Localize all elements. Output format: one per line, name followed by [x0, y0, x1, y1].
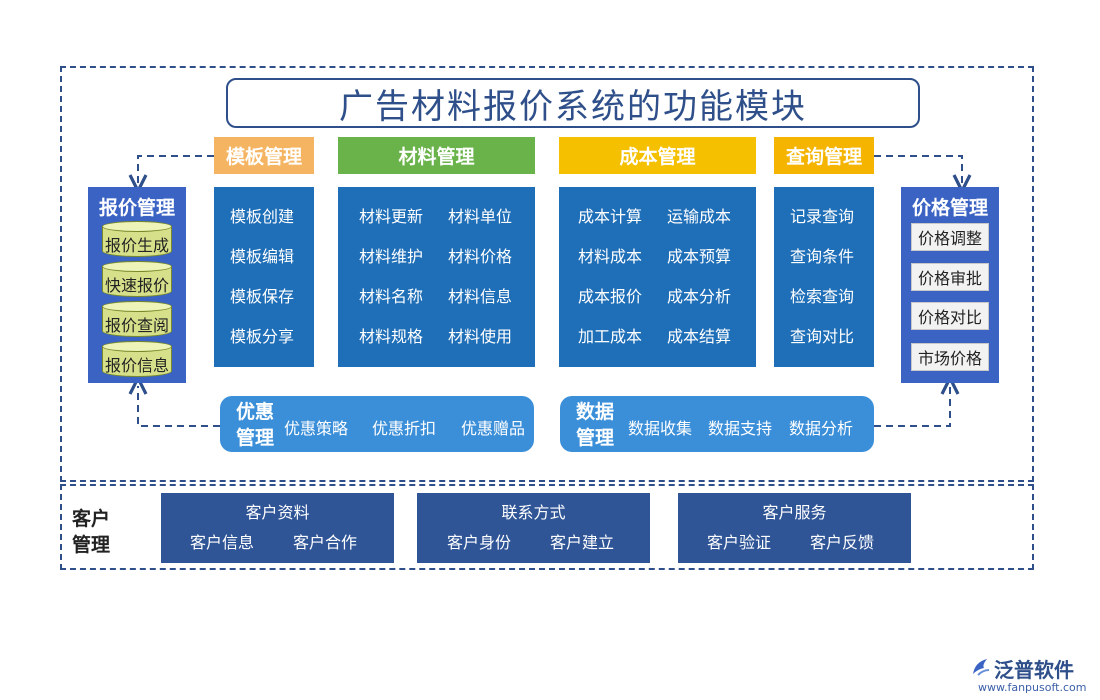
cylinder-top — [102, 341, 172, 352]
data-panel: 数据 管理 数据收集 数据支持 数据分析 — [560, 396, 874, 452]
main-frame — [60, 66, 1034, 482]
cost-item: 成本报价 — [578, 287, 643, 306]
query-item: 记录查询 — [790, 207, 855, 226]
query-item: 查询条件 — [790, 247, 855, 266]
quote-item: 报价查阅 — [102, 301, 172, 337]
customer-group: 客户服务 客户验证 客户反馈 — [678, 493, 911, 563]
arrow-data-to-price — [874, 386, 950, 427]
quote-item: 报价信息 — [102, 341, 172, 377]
customer-group: 联系方式 客户身份 客户建立 — [417, 493, 650, 563]
material-item: 材料规格 — [359, 327, 424, 346]
brand-name: 泛普软件 — [994, 658, 1074, 682]
discount-item: 优惠折扣 — [372, 419, 437, 438]
discount-item: 优惠策略 — [284, 419, 349, 438]
cost-header: 成本管理 — [559, 137, 756, 174]
material-header: 材料管理 — [338, 137, 535, 174]
cylinder-top — [102, 261, 172, 272]
query-column: 记录查询 查询条件 检索查询 查询对比 — [774, 187, 874, 367]
customer-frame — [60, 484, 1034, 570]
template-item: 模板创建 — [230, 207, 295, 226]
cost-item: 成本计算 — [578, 207, 643, 226]
discount-item: 优惠赠品 — [461, 419, 526, 438]
quote-item: 快速报价 — [102, 261, 172, 297]
price-item: 价格审批 — [911, 263, 989, 291]
arrow-discount-to-quote — [138, 386, 220, 427]
query-item: 查询对比 — [790, 327, 855, 346]
template-header: 模板管理 — [214, 137, 314, 174]
material-item: 材料维护 — [359, 247, 424, 266]
brand-mark-icon — [973, 659, 990, 676]
cylinder-top — [102, 301, 172, 312]
quote-item-label: 报价查阅 — [104, 316, 169, 335]
cost-item: 运输成本 — [667, 207, 732, 226]
template-column: 模板创建 模板编辑 模板保存 模板分享 — [214, 187, 314, 367]
customer-group-title: 客户服务 — [762, 503, 827, 522]
price-panel: 价格管理 价格调整 价格审批 价格对比 市场价格 — [901, 187, 999, 383]
cost-item: 成本结算 — [667, 327, 732, 346]
cost-item: 成本预算 — [667, 247, 732, 266]
customer-item: 客户建立 — [550, 533, 615, 552]
diagram-title: 广告材料报价系统的功能模块 — [226, 78, 920, 128]
price-item: 价格对比 — [911, 302, 989, 330]
data-item: 数据支持 — [708, 419, 773, 438]
customer-group-title: 客户资料 — [245, 503, 310, 522]
data-item: 数据分析 — [789, 419, 854, 438]
customer-item: 客户身份 — [447, 533, 512, 552]
quote-item-label: 报价信息 — [104, 356, 169, 375]
cylinder-top — [102, 221, 172, 232]
material-item: 材料名称 — [359, 287, 424, 306]
customer-item: 客户信息 — [190, 533, 255, 552]
cylinder-body — [102, 266, 172, 297]
price-item: 市场价格 — [911, 343, 989, 371]
arrow-template-to-quote — [138, 155, 214, 183]
quote-item-label: 报价生成 — [104, 236, 169, 255]
customer-item: 客户合作 — [293, 533, 358, 552]
price-title: 价格管理 — [911, 197, 988, 219]
price-item: 价格调整 — [911, 223, 989, 251]
customer-group-title: 联系方式 — [501, 503, 566, 522]
material-item: 材料使用 — [448, 327, 513, 346]
cost-column: 成本计算 运输成本 材料成本 成本预算 成本报价 成本分析 加工成本 成本结算 — [559, 187, 756, 367]
discount-title-line2: 管理 — [236, 427, 275, 449]
data-title-line2: 管理 — [576, 427, 615, 449]
customer-group: 客户资料 客户信息 客户合作 — [161, 493, 394, 563]
material-item: 材料信息 — [448, 287, 513, 306]
query-header: 查询管理 — [774, 137, 874, 174]
template-item: 模板分享 — [230, 327, 295, 346]
arrow-query-to-price — [874, 155, 962, 183]
template-item: 模板保存 — [230, 287, 295, 306]
quote-item-label: 快速报价 — [104, 276, 169, 295]
customer-title-line2: 管理 — [72, 534, 111, 556]
discount-panel: 优惠 管理 优惠策略 优惠折扣 优惠赠品 — [220, 396, 534, 452]
customer-item: 客户反馈 — [810, 533, 875, 552]
data-title-line1: 数据 — [576, 401, 615, 423]
brand-url: www.fanpusoft.com — [978, 681, 1087, 694]
query-item: 检索查询 — [790, 287, 855, 306]
material-item: 材料更新 — [359, 207, 424, 226]
cost-item: 成本分析 — [667, 287, 732, 306]
quote-panel: 报价管理 报价生成 快速报价 报价查阅 报价信息 — [88, 187, 186, 383]
customer-item: 客户验证 — [707, 533, 772, 552]
quote-item: 报价生成 — [102, 221, 172, 257]
brand-logo: 泛普软件 www.fanpusoft.com — [970, 654, 1098, 698]
cost-item: 材料成本 — [578, 247, 643, 266]
customer-title-line1: 客户 — [72, 508, 111, 530]
material-column: 材料更新 材料单位 材料维护 材料价格 材料名称 材料信息 材料规格 材料使用 — [338, 187, 535, 367]
template-item: 模板编辑 — [230, 247, 295, 266]
material-item: 材料价格 — [448, 247, 513, 266]
material-item: 材料单位 — [448, 207, 513, 226]
cost-item: 加工成本 — [578, 327, 643, 346]
discount-title-line1: 优惠 — [236, 401, 275, 423]
data-item: 数据收集 — [628, 419, 693, 438]
quote-title: 报价管理 — [98, 197, 175, 219]
